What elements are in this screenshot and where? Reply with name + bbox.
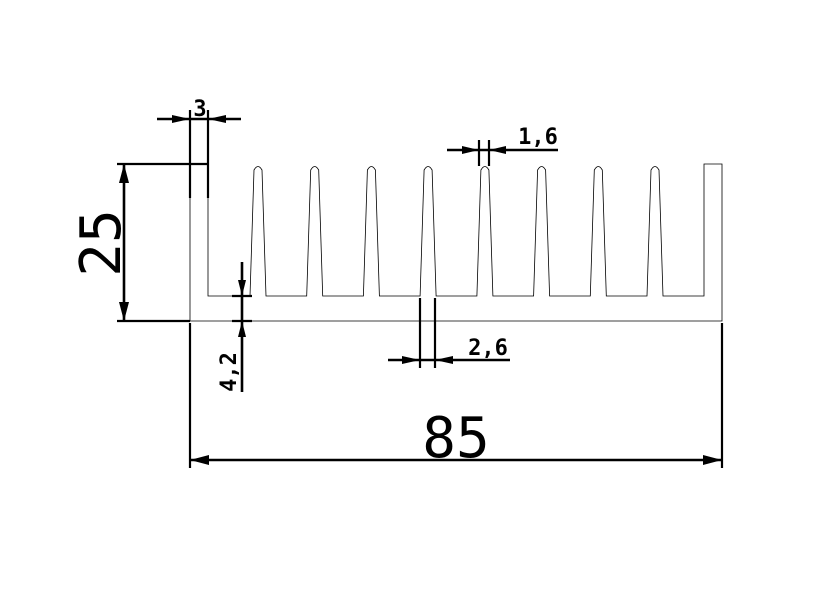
dimension-label-base: 4,2: [217, 352, 242, 392]
dimension-width: 85: [188, 323, 724, 471]
dimension-base-thickness: 4,2: [217, 262, 252, 392]
heatsink-profile: [189, 163, 723, 322]
dimension-fin-base-thickness: 2,6: [388, 298, 510, 368]
dimension-wall-thickness: 3: [157, 97, 241, 198]
dimension-fin-top-thickness: 1,6: [447, 125, 558, 166]
dimension-label-width: 85: [422, 406, 489, 471]
dimension-height: 25: [69, 162, 208, 323]
dimension-label-fin-top: 1,6: [518, 125, 558, 150]
dimension-label-wall: 3: [193, 97, 206, 122]
dimension-label-height: 25: [69, 209, 134, 276]
dimension-label-fin-base: 2,6: [468, 336, 508, 361]
